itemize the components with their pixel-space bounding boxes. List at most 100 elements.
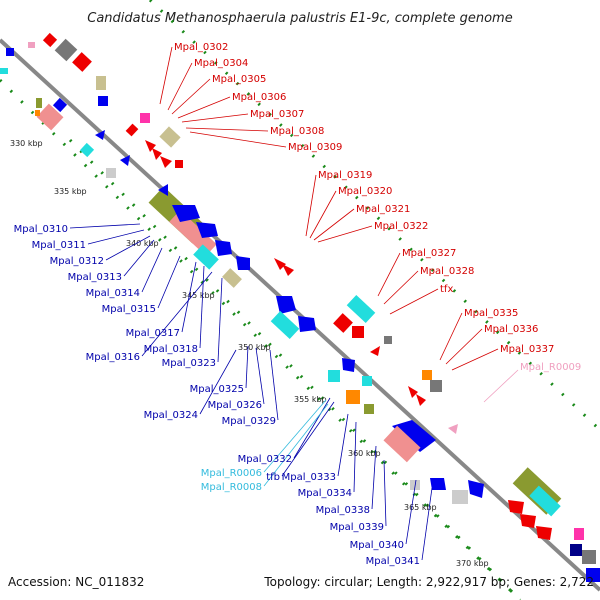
feature-block[interactable] xyxy=(6,48,14,56)
feature-block[interactable] xyxy=(222,268,242,288)
feature-block[interactable] xyxy=(452,490,468,504)
feature-block[interactable] xyxy=(430,478,446,490)
gene-label[interactable]: Mpal_0309 xyxy=(288,142,342,153)
feature-block[interactable] xyxy=(536,526,552,540)
gene-label[interactable]: Mpal_0326 xyxy=(208,400,262,411)
feature-block[interactable] xyxy=(570,544,582,556)
feature-block[interactable] xyxy=(508,500,524,514)
feature-block[interactable] xyxy=(328,370,340,382)
feature-block[interactable] xyxy=(36,103,64,131)
feature-block[interactable] xyxy=(362,376,372,386)
feature-block[interactable] xyxy=(236,256,250,270)
gene-label[interactable]: Mpal_R0009 xyxy=(520,362,581,373)
gene-label[interactable]: tfb xyxy=(266,472,280,483)
gene-label[interactable]: Mpal_0312 xyxy=(50,256,104,267)
gene-label[interactable]: Mpal_0327 xyxy=(402,248,456,259)
gene-label[interactable]: Mpal_0322 xyxy=(374,221,428,232)
gene-label[interactable]: Mpal_0317 xyxy=(126,328,180,339)
gene-label[interactable]: Mpal_0316 xyxy=(86,352,140,363)
gene-label[interactable]: Mpal_0335 xyxy=(464,308,518,319)
feature-block[interactable] xyxy=(72,52,92,72)
feature-block[interactable] xyxy=(346,390,360,404)
feature-block[interactable] xyxy=(145,140,156,152)
gene-label[interactable]: Mpal_0334 xyxy=(298,488,352,499)
feature-block[interactable] xyxy=(520,514,536,528)
feature-block[interactable] xyxy=(416,394,426,406)
feature-block[interactable] xyxy=(586,568,600,582)
feature-block[interactable] xyxy=(106,168,116,178)
gene-label[interactable]: Mpal_0315 xyxy=(102,304,156,315)
feature-block[interactable] xyxy=(160,156,172,168)
gene-label[interactable]: Mpal_0332 xyxy=(238,454,292,465)
feature-block[interactable] xyxy=(196,222,218,238)
feature-block[interactable] xyxy=(159,126,181,148)
feature-block[interactable] xyxy=(79,142,95,158)
feature-block[interactable] xyxy=(42,32,58,48)
gene-label[interactable]: Mpal_0311 xyxy=(32,240,86,251)
feature-block[interactable] xyxy=(36,98,42,108)
gene-label[interactable]: Mpal_0336 xyxy=(484,324,538,335)
feature-block[interactable] xyxy=(140,113,150,123)
feature-block[interactable] xyxy=(158,184,168,196)
feature-block[interactable] xyxy=(98,96,108,106)
gene-label[interactable]: Mpal_0333 xyxy=(282,472,336,483)
feature-block[interactable] xyxy=(175,160,183,168)
feature-block[interactable] xyxy=(430,380,442,392)
feature-block[interactable] xyxy=(125,123,139,137)
gene-label[interactable]: Mpal_0340 xyxy=(350,540,404,551)
gene-label[interactable]: Mpal_0307 xyxy=(250,109,304,120)
gene-label[interactable]: Mpal_0320 xyxy=(338,186,392,197)
feature-block[interactable] xyxy=(28,42,35,48)
gene-label[interactable]: Mpal_0341 xyxy=(366,556,420,567)
feature-block[interactable] xyxy=(392,420,436,452)
feature-block[interactable] xyxy=(54,38,78,62)
gene-label[interactable]: Mpal_0305 xyxy=(212,74,266,85)
feature-block[interactable] xyxy=(215,240,232,256)
gene-label[interactable]: Mpal_0302 xyxy=(174,42,228,53)
feature-block[interactable] xyxy=(422,370,432,380)
feature-block[interactable] xyxy=(276,296,296,314)
gene-label[interactable]: Mpal_0313 xyxy=(68,272,122,283)
feature-block[interactable] xyxy=(384,336,392,344)
feature-block[interactable] xyxy=(270,311,300,339)
feature-block[interactable] xyxy=(346,295,376,323)
feature-block[interactable] xyxy=(193,244,219,270)
gene-label[interactable]: Mpal_0310 xyxy=(14,224,68,235)
gene-label[interactable]: Mpal_0324 xyxy=(144,410,198,421)
feature-block[interactable] xyxy=(96,76,106,90)
feature-block[interactable] xyxy=(52,97,68,113)
gene-label[interactable]: Mpal_0328 xyxy=(420,266,474,277)
gene-label[interactable]: Mpal_0304 xyxy=(194,58,248,69)
feature-block[interactable] xyxy=(298,316,316,332)
feature-block[interactable] xyxy=(0,68,8,74)
gene-label[interactable]: Mpal_0321 xyxy=(356,204,410,215)
gene-label[interactable]: Mpal_0323 xyxy=(162,358,216,369)
gene-label[interactable]: Mpal_R0008 xyxy=(201,482,262,493)
feature-block[interactable] xyxy=(282,264,294,276)
gene-label[interactable]: Mpal_0325 xyxy=(190,384,244,395)
gene-label[interactable]: Mpal_0314 xyxy=(86,288,140,299)
feature-block[interactable] xyxy=(333,313,353,333)
feature-block[interactable] xyxy=(342,358,355,372)
feature-block[interactable] xyxy=(152,148,162,160)
feature-block[interactable] xyxy=(408,386,418,398)
gene-label[interactable]: tfx xyxy=(440,284,453,295)
feature-block[interactable] xyxy=(529,485,561,517)
gene-label[interactable]: Mpal_R0006 xyxy=(201,468,262,479)
feature-block[interactable] xyxy=(468,480,484,498)
feature-block[interactable] xyxy=(448,424,458,434)
feature-block[interactable] xyxy=(383,425,421,463)
gene-label[interactable]: Mpal_0318 xyxy=(144,344,198,355)
feature-block[interactable] xyxy=(274,258,286,270)
feature-block[interactable] xyxy=(172,205,200,222)
gene-label[interactable]: Mpal_0308 xyxy=(270,126,324,137)
feature-block[interactable] xyxy=(95,130,105,140)
feature-block[interactable] xyxy=(364,404,374,414)
gene-label[interactable]: Mpal_0329 xyxy=(222,416,276,427)
feature-block[interactable] xyxy=(370,346,380,356)
feature-block[interactable] xyxy=(582,550,596,564)
gene-label[interactable]: Mpal_0337 xyxy=(500,344,554,355)
gene-label[interactable]: Mpal_0339 xyxy=(330,522,384,533)
feature-block[interactable] xyxy=(35,110,40,116)
feature-block[interactable] xyxy=(352,326,364,338)
